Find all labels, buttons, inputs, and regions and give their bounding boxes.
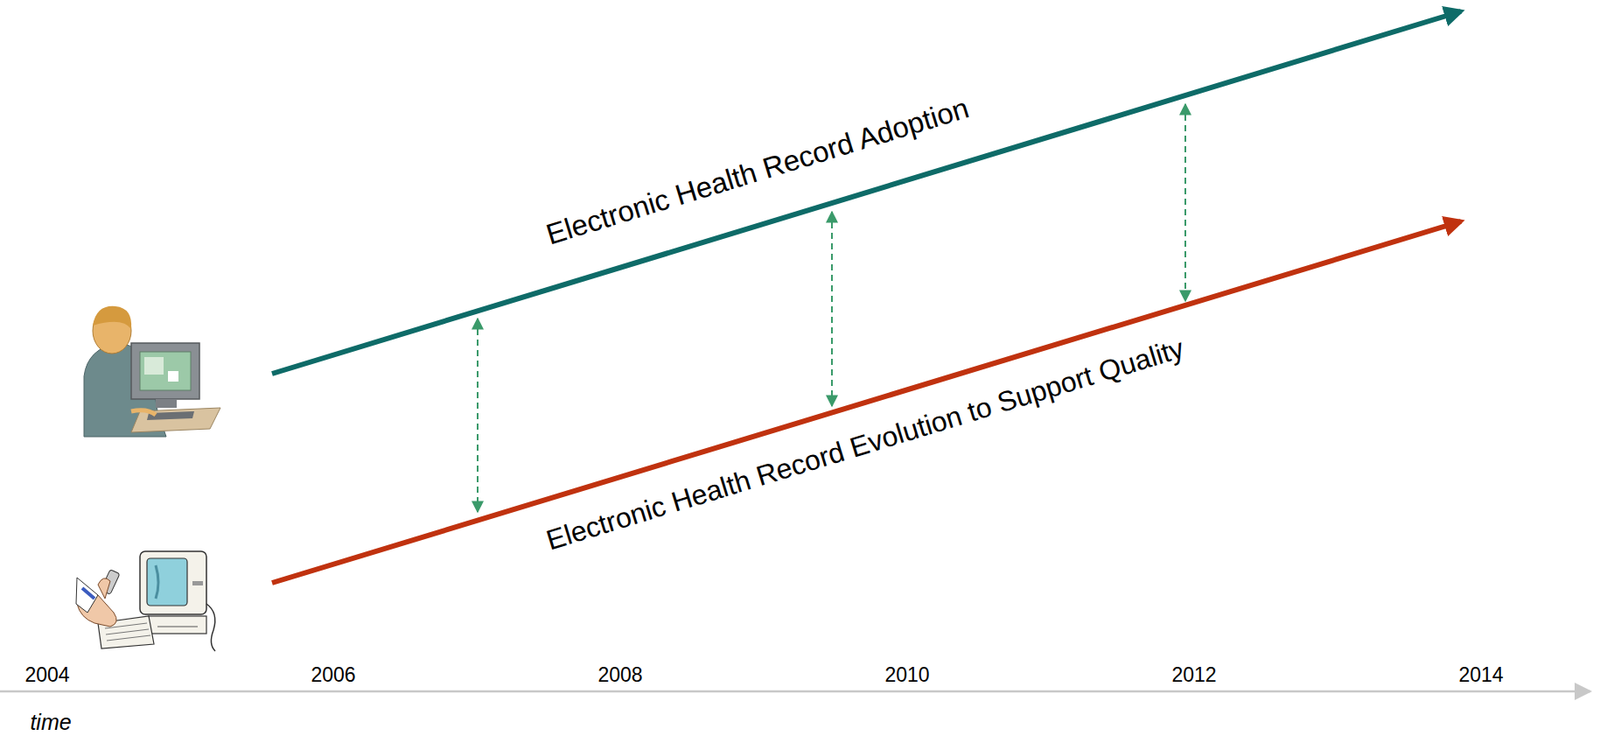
trend-label: Electronic Health Record Evolution to Su… <box>543 332 1188 556</box>
adoption-arrow <box>272 11 1461 374</box>
year-tick-label: 2004 <box>24 663 70 686</box>
person-at-computer-icon <box>83 306 221 437</box>
gap-arrow <box>1184 104 1187 301</box>
gap-arrow <box>476 318 479 512</box>
evolution-arrow <box>272 221 1461 583</box>
year-tick-label: 2014 <box>1458 663 1503 686</box>
year-tick-label: 2012 <box>1171 663 1216 686</box>
axis-title: time <box>29 710 71 735</box>
year-tick-label: 2010 <box>884 663 930 686</box>
hand-at-terminal-icon <box>76 551 216 651</box>
year-tick-label: 2006 <box>310 663 356 686</box>
year-tick-label: 2008 <box>597 663 643 686</box>
time-axis <box>0 690 1591 693</box>
gap-arrow <box>831 211 833 406</box>
